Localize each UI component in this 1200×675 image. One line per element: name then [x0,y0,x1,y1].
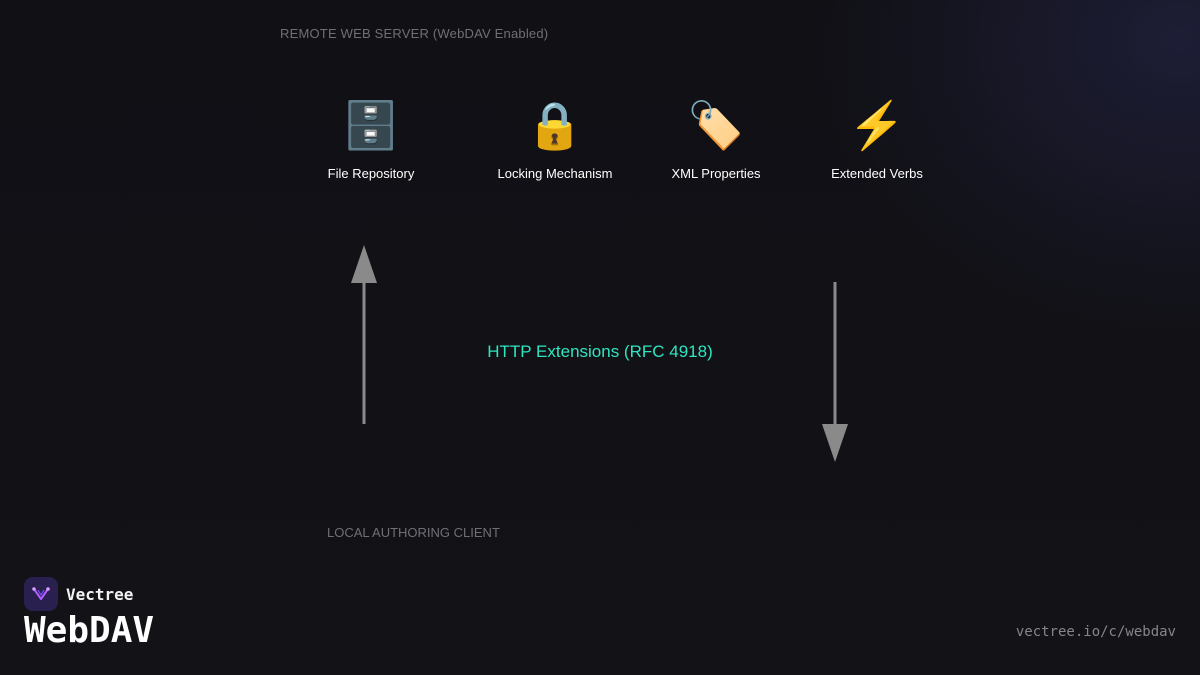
http-extensions-label: HTTP Extensions (RFC 4918) [487,342,713,361]
source-url: vectree.io/c/webdav [1015,624,1176,640]
vectree-logo-icon [24,577,58,611]
client-label: LOCAL AUTHORING CLIENT [327,525,500,540]
feature-extended-verbs: ⚡ Extended Verbs [797,96,957,181]
brand: Vectree [24,577,133,611]
upload-arrow [351,245,377,424]
lock-icon: 🔒 [526,99,584,151]
feature-label: XML Properties [671,166,761,181]
brand-name: Vectree [66,584,134,604]
feature-label: Extended Verbs [831,166,923,181]
download-arrow [822,282,848,462]
server-label: REMOTE WEB SERVER (WebDAV Enabled) [280,26,549,41]
feature-locking-mechanism: 🔒 Locking Mechanism [475,96,635,181]
file-cabinet-icon: 🗄️ [342,99,400,151]
feature-xml-properties: 🏷️ XML Properties [636,96,796,181]
feature-file-repository: 🗄️ File Repository [291,96,451,181]
feature-label: Locking Mechanism [497,166,613,181]
lightning-icon: ⚡ [848,99,906,151]
page-title: WebDAV [24,610,155,651]
tag-icon: 🏷️ [687,99,745,151]
feature-label: File Repository [327,166,415,181]
